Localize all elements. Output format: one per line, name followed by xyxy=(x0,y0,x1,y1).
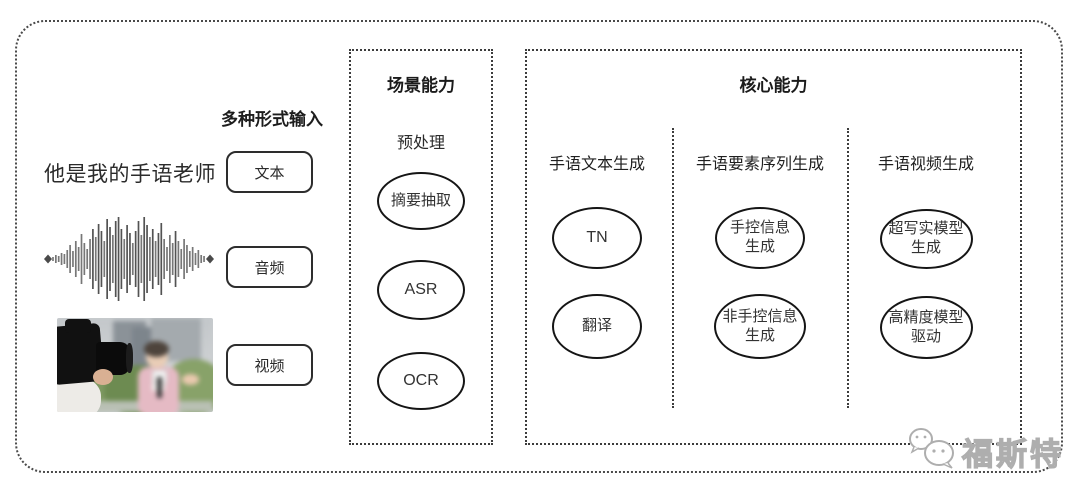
wechat-logo-icon xyxy=(909,428,954,469)
node-label: 高精度模型 驱动 xyxy=(888,308,964,345)
scene-panel-title: 场景能力 xyxy=(387,76,455,95)
core-column-text-generation: 手语文本生成 TN 翻译 xyxy=(531,150,663,359)
preprocess-label: 预处理 xyxy=(396,135,445,152)
camera-lens-ring xyxy=(125,343,134,374)
node-label: TN xyxy=(586,229,608,246)
core-panel-title: 核心能力 xyxy=(739,76,808,95)
core-column-divider xyxy=(847,128,849,408)
core-node-tn: TN xyxy=(552,207,642,269)
core-node-manual-info: 手控信息 生成 xyxy=(715,207,805,269)
camera-top xyxy=(64,318,92,334)
input-type-label: 视频 xyxy=(254,357,285,375)
input-type-box-video: 视频 xyxy=(226,344,313,386)
input-type-box-audio: 音频 xyxy=(226,246,313,288)
reporter-hair xyxy=(144,340,170,357)
cameraman-hand xyxy=(92,368,114,385)
scene-node-summary-extraction: 摘要抽取 xyxy=(377,172,465,230)
audio-waveform-icon xyxy=(44,217,214,301)
input-type-label: 文本 xyxy=(254,164,285,182)
core-node-hyperreal-model: 超写实模型 生成 xyxy=(879,209,973,269)
node-label: 手控信息 生成 xyxy=(729,219,790,255)
sample-sentence-text: 他是我的手语老师 xyxy=(44,163,216,186)
node-label: 翻译 xyxy=(581,317,612,335)
scene-node-asr: ASR xyxy=(377,260,465,320)
core-column-divider xyxy=(672,128,674,408)
watermark-text: 福斯特 xyxy=(961,436,1064,472)
core-column-heading: 手语要素序列生成 xyxy=(695,156,824,173)
ground xyxy=(57,400,213,412)
input-type-label: 音频 xyxy=(254,259,285,277)
reporter-hand xyxy=(181,374,199,385)
input-section-heading: 多种形式输入 xyxy=(221,110,323,129)
diagram-outer-border xyxy=(15,20,1063,473)
core-column-video-generation: 手语视频生成 超写实模型 生成 高精度模型 驱动 xyxy=(860,150,992,359)
core-node-non-manual-info: 非手控信息 生成 xyxy=(714,294,806,359)
video-thumbnail xyxy=(57,318,213,412)
waveform-right-diamond xyxy=(206,254,214,264)
scene-node-ocr: OCR xyxy=(377,352,465,410)
core-column-element-sequence: 手语要素序列生成 手控信息 生成 非手控信息 生成 xyxy=(694,150,826,359)
node-label: 超写实模型 生成 xyxy=(888,220,964,256)
node-label: 摘要抽取 xyxy=(390,191,451,209)
waveform-left-diamond xyxy=(44,254,52,264)
node-label: 非手控信息 生成 xyxy=(722,307,798,344)
core-column-heading: 手语视频生成 xyxy=(877,156,974,173)
node-label: OCR xyxy=(403,372,439,389)
node-label: ASR xyxy=(404,281,438,298)
microphone xyxy=(156,377,162,398)
core-column-heading: 手语文本生成 xyxy=(548,156,645,173)
core-node-high-precision-drive: 高精度模型 驱动 xyxy=(879,296,973,359)
input-type-box-text: 文本 xyxy=(226,151,313,193)
core-node-translation: 翻译 xyxy=(552,294,642,359)
